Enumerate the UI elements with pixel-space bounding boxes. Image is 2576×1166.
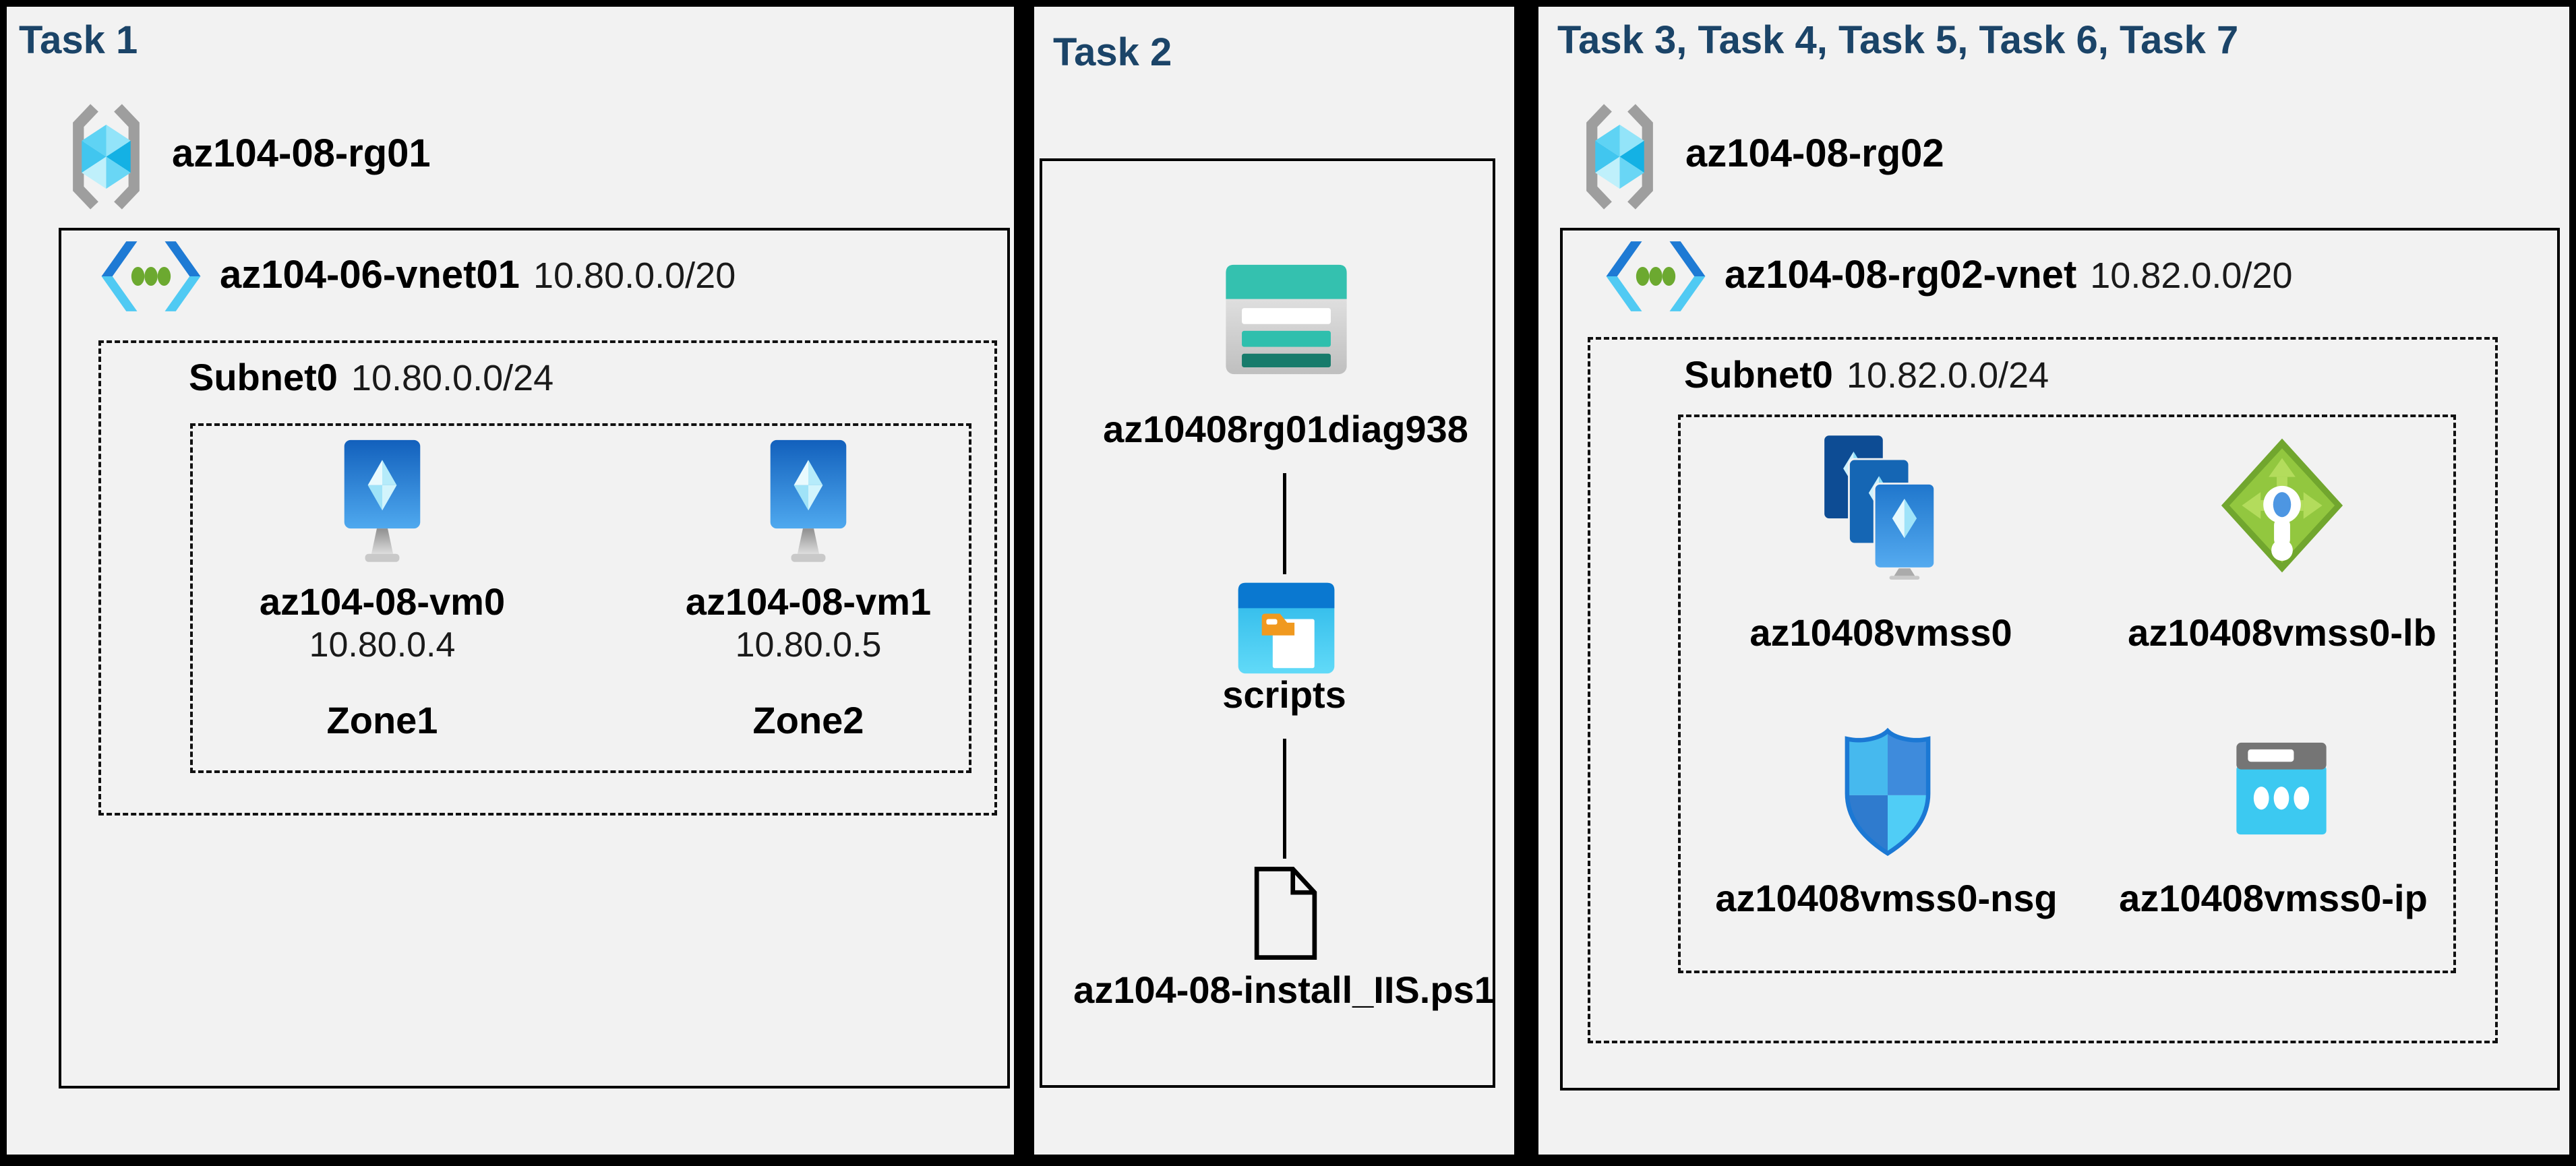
vnet-label: az104-08-rg02-vnet 10.82.0.0/20 bbox=[1725, 252, 2293, 308]
subnet-name: Subnet0 bbox=[1684, 353, 1833, 396]
blob-container-icon bbox=[1236, 581, 1336, 675]
vm-name: az104-08-vm1 bbox=[685, 580, 932, 623]
load-balancer-icon bbox=[2219, 437, 2345, 574]
panel-task3-7 bbox=[1538, 7, 2569, 1155]
resource-group-icon bbox=[1578, 101, 1662, 212]
storage-box bbox=[1040, 158, 1495, 1088]
script-file-label: az104-08-install_IIS.ps1 bbox=[1073, 969, 1495, 1011]
virtual-network-icon bbox=[1605, 240, 1707, 313]
vnet-cidr: 10.80.0.0/20 bbox=[533, 255, 736, 296]
task1-title: Task 1 bbox=[19, 18, 138, 62]
subnet-cidr: 10.82.0.0/24 bbox=[1846, 355, 2049, 396]
public-ip-icon bbox=[2229, 739, 2334, 838]
connector-line bbox=[1283, 473, 1286, 574]
vmss-label: az10408vmss0 bbox=[1749, 611, 2012, 654]
vm-group-box bbox=[190, 423, 971, 773]
public-ip-label: az10408vmss0-ip bbox=[2119, 877, 2428, 919]
subnet-name: Subnet0 bbox=[189, 356, 338, 398]
connector-line bbox=[1283, 739, 1286, 859]
subnet-box bbox=[98, 340, 997, 816]
load-balancer-label: az10408vmss0-lb bbox=[2128, 611, 2436, 654]
resource-group-inner-box bbox=[1678, 415, 2456, 973]
panel-task1 bbox=[7, 7, 1014, 1155]
resource-group-label: az104-08-rg02 bbox=[1685, 131, 1944, 175]
nsg-label: az10408vmss0-nsg bbox=[1715, 877, 2058, 919]
storage-account-icon bbox=[1224, 262, 1349, 377]
vnet-box bbox=[1560, 228, 2560, 1091]
vm-scale-set-icon bbox=[1809, 433, 1952, 580]
subnet-box bbox=[1588, 337, 2498, 1043]
script-file-icon bbox=[1251, 865, 1320, 961]
storage-account-label: az10408rg01diag938 bbox=[1103, 408, 1468, 450]
nsg-icon bbox=[1838, 727, 1938, 859]
vnet-name: az104-06-vnet01 bbox=[220, 253, 520, 297]
resource-group-icon bbox=[64, 101, 148, 212]
vnet-cidr: 10.82.0.0/20 bbox=[2090, 255, 2293, 296]
resource-group-label: az104-08-rg01 bbox=[172, 131, 431, 175]
vm-zone: Zone2 bbox=[752, 699, 864, 741]
virtual-machine-icon bbox=[337, 438, 427, 570]
task2-title: Task 2 bbox=[1053, 30, 1172, 74]
vnet-label: az104-06-vnet01 10.80.0.0/20 bbox=[220, 252, 736, 308]
subnet-cidr: 10.80.0.0/24 bbox=[351, 358, 554, 398]
vm-ip: 10.80.0.5 bbox=[735, 625, 882, 665]
container-label: scripts bbox=[1222, 673, 1346, 716]
vm-name: az104-08-vm0 bbox=[259, 580, 506, 623]
vm-ip: 10.80.0.4 bbox=[309, 625, 456, 665]
vm-zone: Zone1 bbox=[326, 699, 438, 741]
virtual-network-icon bbox=[100, 240, 202, 313]
virtual-machine-icon bbox=[763, 438, 853, 570]
vnet-name: az104-08-rg02-vnet bbox=[1725, 253, 2077, 297]
vnet-box bbox=[59, 228, 1010, 1088]
panel-task2 bbox=[1034, 7, 1514, 1155]
subnet-label: Subnet0 10.80.0.0/24 bbox=[189, 356, 553, 409]
task3-7-title: Task 3, Task 4, Task 5, Task 6, Task 7 bbox=[1557, 18, 2239, 62]
subnet-label: Subnet0 10.82.0.0/24 bbox=[1684, 353, 2049, 406]
